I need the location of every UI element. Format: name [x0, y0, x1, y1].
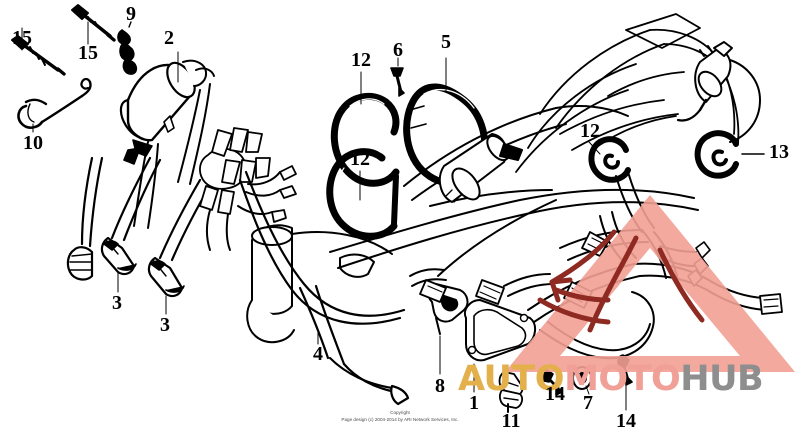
part-harness-right — [527, 171, 783, 323]
callout-8: 8 — [435, 375, 445, 397]
callout-12: 12 — [351, 49, 371, 71]
part-harness-loop — [539, 291, 655, 360]
part-clip-12c — [588, 136, 631, 183]
part-band-5-detail — [411, 89, 475, 167]
part-clip-13 — [694, 130, 739, 179]
callout-12: 12 — [580, 120, 600, 142]
part-sensor-11 — [498, 371, 524, 413]
part-rear-coil — [676, 41, 761, 143]
callout-2: 2 — [164, 27, 174, 49]
callout-12: 12 — [350, 148, 370, 170]
callout-1: 1 — [469, 392, 479, 414]
part-plugcap-3b — [147, 256, 185, 298]
callout-14: 14 — [616, 410, 636, 432]
copyright-footer: Copyright Page design (c) 2004-2014 by A… — [341, 410, 458, 424]
part-harness-main — [238, 170, 410, 406]
callout-14: 14 — [545, 383, 565, 405]
callout-10: 10 — [23, 132, 43, 154]
part-filter — [438, 133, 523, 203]
callout-9: 9 — [126, 3, 136, 25]
part-band-12a — [330, 92, 400, 187]
part-bolt-15b — [71, 4, 116, 42]
part-plug-boot-left — [66, 156, 104, 281]
part-connector-bundle — [199, 127, 297, 251]
part-lead-10 — [17, 77, 92, 129]
callout-6: 6 — [393, 39, 403, 61]
part-grommet-7 — [572, 366, 592, 390]
part-plug-leads — [110, 156, 214, 262]
part-connector-left-of-box — [419, 279, 447, 303]
part-band-12b — [326, 148, 399, 240]
part-bolt-14b — [617, 354, 633, 386]
part-wires-left-cdi — [409, 268, 447, 287]
part-bolt-14a — [541, 369, 563, 396]
part-band-12a-detail — [340, 98, 385, 167]
callout-5: 5 — [441, 31, 451, 53]
callout-3: 3 — [160, 314, 170, 336]
callout-7: 7 — [583, 392, 593, 414]
callout-13: 13 — [769, 141, 789, 163]
part-band-12b-detail — [336, 167, 347, 221]
part-frame-4 — [246, 224, 393, 344]
part-coil-2 — [119, 59, 215, 229]
part-bolt-15a — [11, 35, 66, 76]
part-cdi-box-1 — [464, 299, 536, 362]
part-clamp-9 — [117, 21, 138, 75]
callout-4: 4 — [313, 343, 323, 365]
callout-3: 3 — [112, 292, 122, 314]
copyright-line-2: Page design (c) 2004-2014 by ARI Network… — [341, 416, 459, 422]
part-bolt-6 — [390, 67, 405, 97]
part-connector-upper — [475, 273, 555, 305]
part-plugcap-3a — [100, 236, 137, 276]
callout-15: 15 — [78, 42, 98, 64]
callout-15: 15 — [12, 27, 32, 49]
part-rear-structure — [515, 13, 740, 173]
callout-11: 11 — [501, 410, 521, 432]
copyright-line-1: Copyright — [390, 410, 410, 415]
